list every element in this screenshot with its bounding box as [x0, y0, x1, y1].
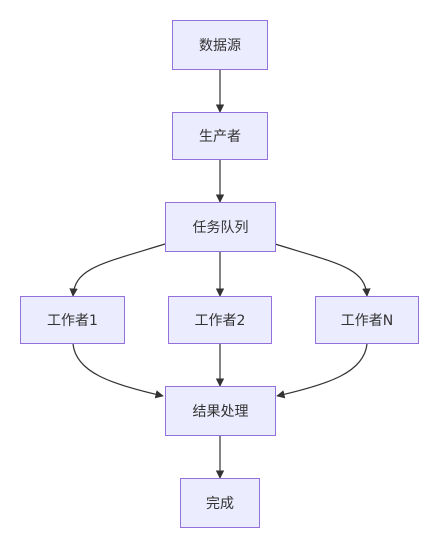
node-producer: 生产者: [172, 112, 268, 160]
node-worker-2: 工作者2: [168, 296, 272, 344]
node-result-processing: 结果处理: [165, 386, 276, 436]
edge-workerN-result: [276, 343, 368, 399]
node-worker-n: 工作者N: [315, 296, 419, 344]
node-done: 完成: [180, 478, 260, 528]
node-task-queue: 任务队列: [165, 202, 276, 252]
node-worker-1: 工作者1: [20, 296, 125, 344]
edge-queue-worker1: [69, 243, 166, 297]
edge-worker1-result: [72, 343, 164, 399]
node-source: 数据源: [172, 20, 268, 70]
edge-queue-workerN: [274, 243, 371, 297]
